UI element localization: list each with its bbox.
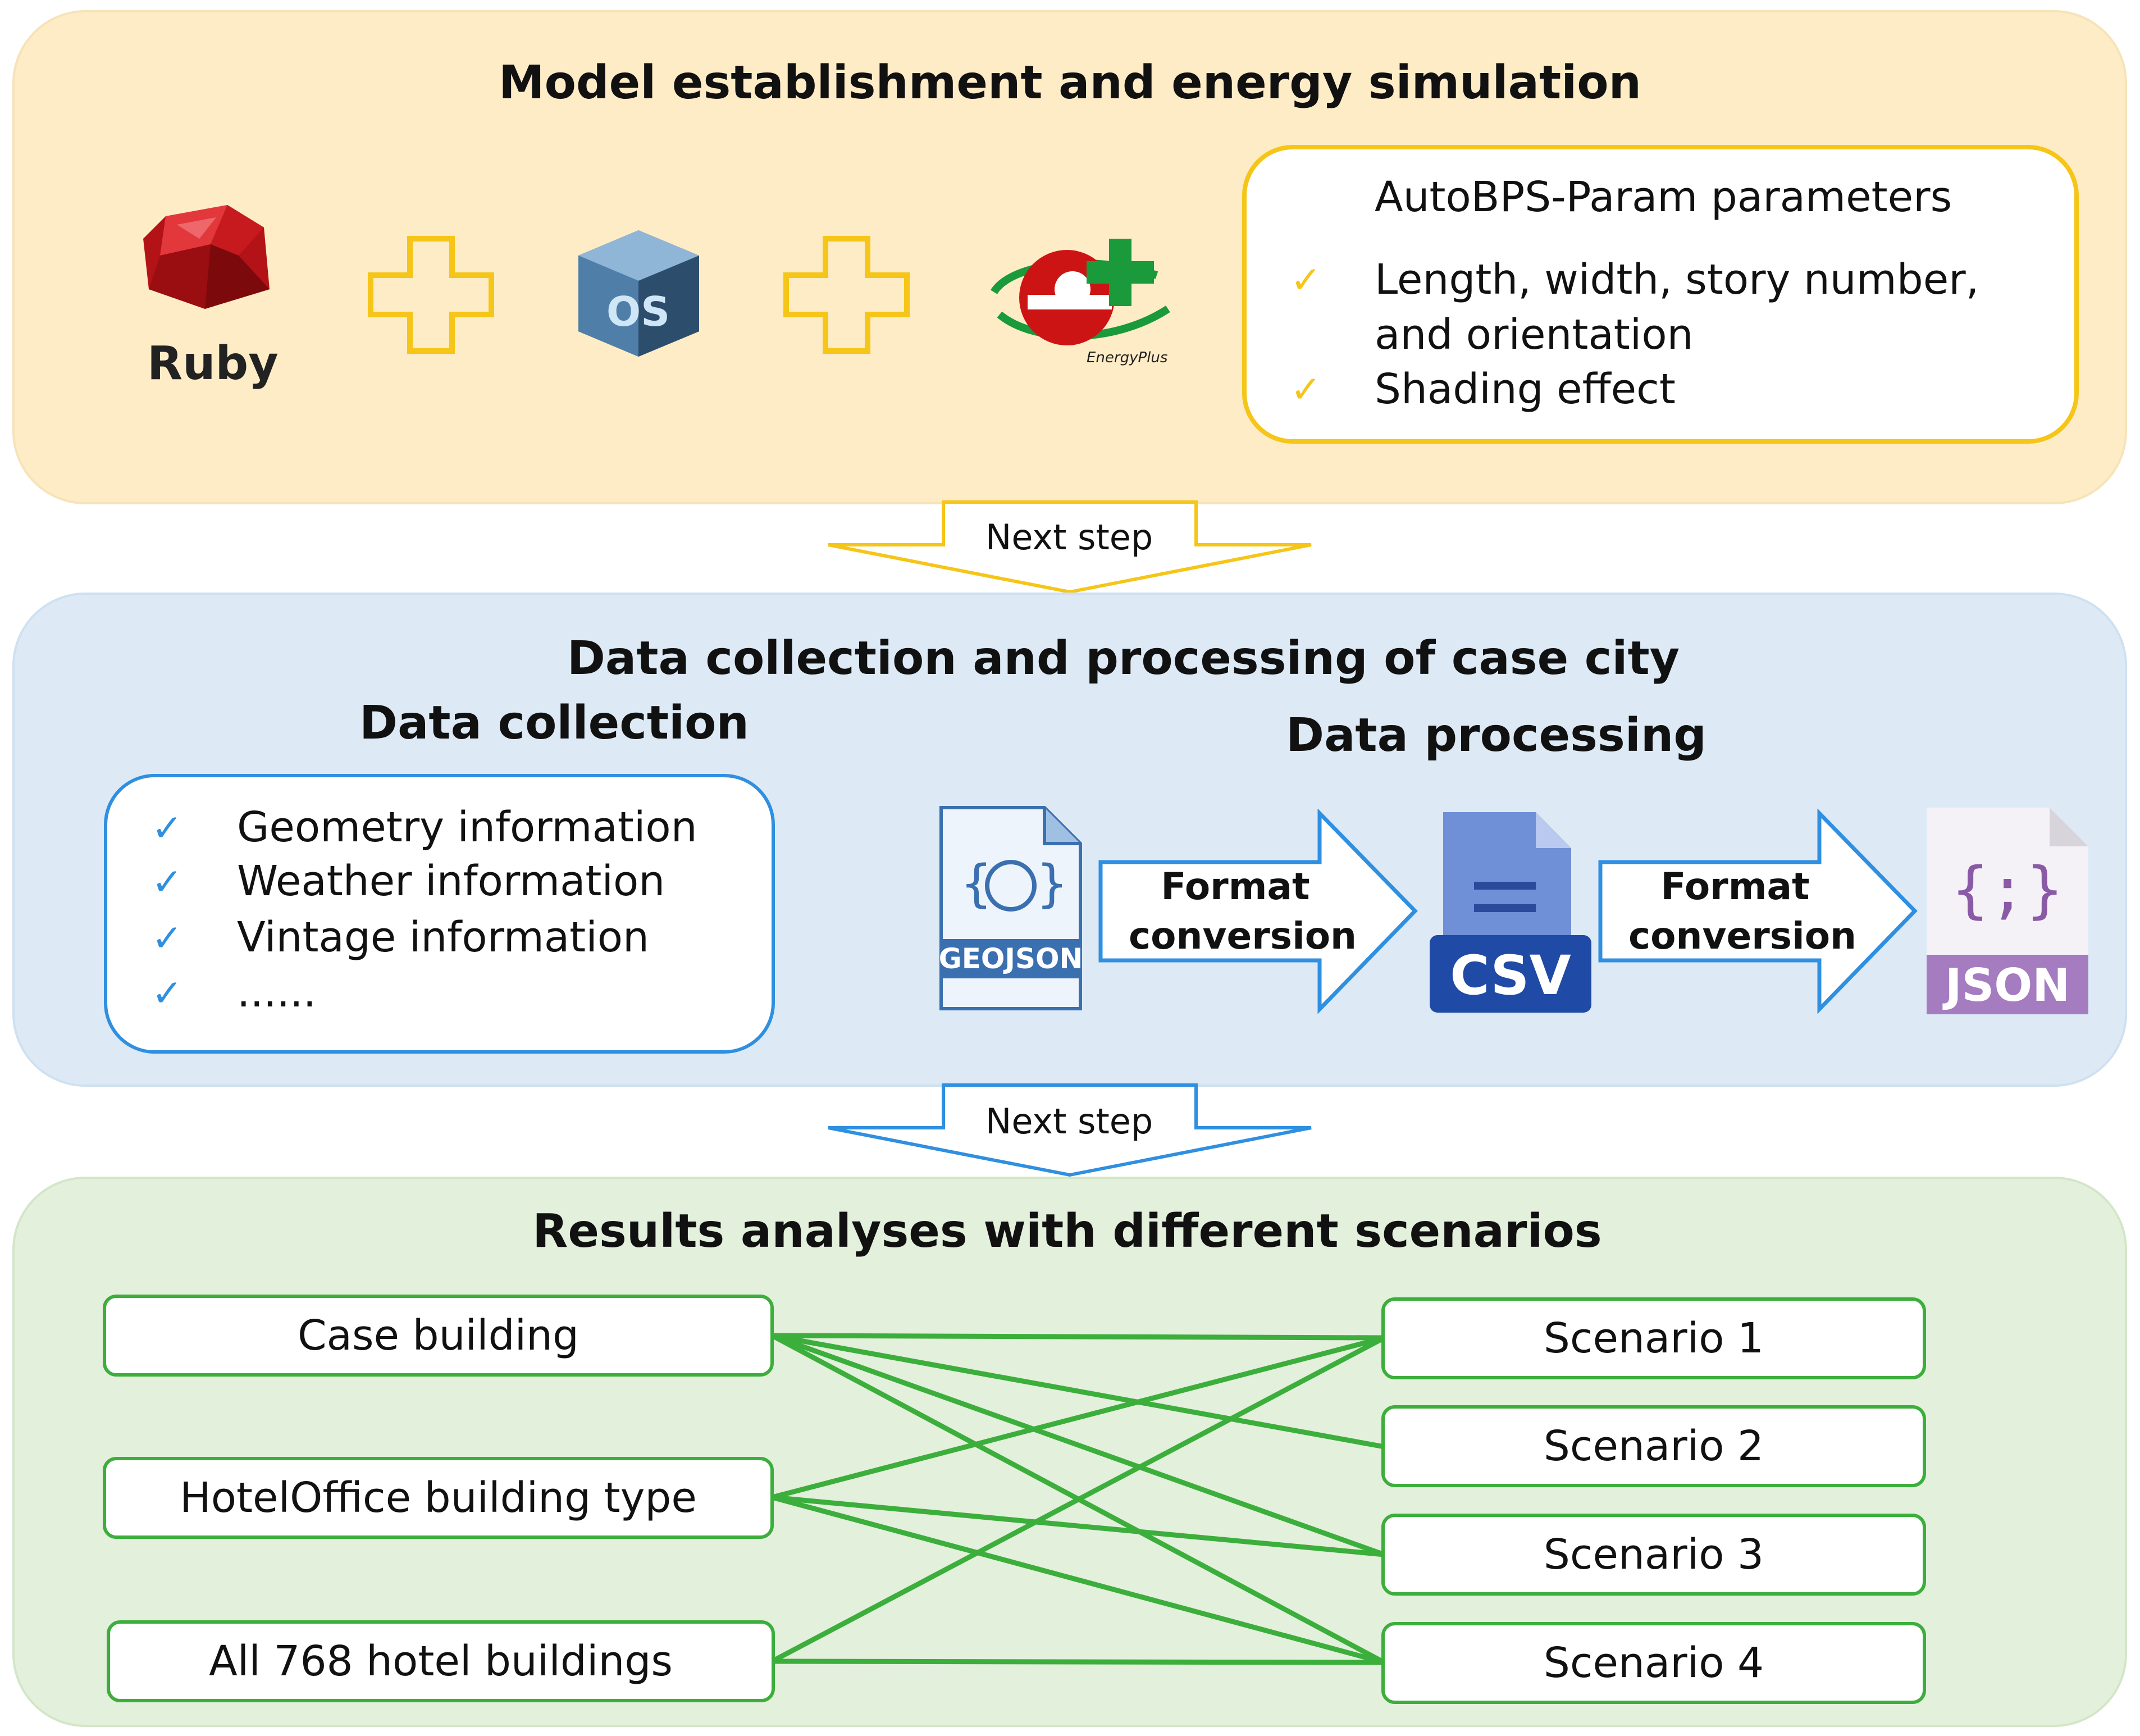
data-section-title: Data collection and processing of case c…: [567, 632, 1680, 685]
svg-text:{;}: {;}: [1952, 854, 2064, 926]
collection-item: Vintage information: [237, 913, 649, 962]
svg-text:}: }: [1036, 854, 1068, 913]
data-collection-box: [104, 774, 775, 1054]
scenario-4-box: Scenario 4: [1381, 1622, 1926, 1704]
check-icon: ✓: [1290, 258, 1322, 302]
csv-file-icon: CSV: [1430, 812, 1591, 1013]
autobps-params-box: [1242, 145, 2079, 444]
plus-icon: [368, 236, 494, 354]
next-step-label: Next step: [985, 517, 1153, 558]
svg-text:{: {: [960, 854, 992, 913]
collection-item: ......: [237, 968, 317, 1017]
format-conversion-arrow: [1098, 809, 1418, 1014]
check-icon: ✓: [152, 972, 183, 1015]
all-hotel-buildings-box: All 768 hotel buildings: [107, 1620, 775, 1702]
format-conversion-label: Format conversion: [1628, 865, 1857, 958]
check-icon: ✓: [1290, 368, 1322, 411]
data-processing-title: Data processing: [1286, 709, 1706, 762]
model-section-title: Model establishment and energy simulatio…: [498, 56, 1642, 110]
collection-item: Geometry information: [237, 803, 697, 851]
next-step-arrow: [828, 1083, 1312, 1177]
geojson-file-icon: { } GEOJSON: [939, 806, 1083, 1010]
json-file-icon: {;} JSON: [1927, 808, 2088, 1014]
os-letters: OS: [606, 288, 670, 335]
data-collection-title: Data collection: [359, 696, 749, 750]
param-item-2: Shading effect: [1375, 365, 1676, 413]
check-icon: ✓: [152, 860, 183, 904]
param-item-1-cont: and orientation: [1375, 311, 1694, 359]
format-conversion-label: Format conversion: [1129, 865, 1357, 958]
check-icon: ✓: [152, 807, 183, 850]
format-conversion-arrow: [1598, 809, 1918, 1014]
params-title: AutoBPS-Param parameters: [1375, 173, 1952, 221]
geojson-label: GEOJSON: [939, 942, 1083, 975]
energyplus-icon: EnergyPlus: [991, 239, 1170, 366]
next-step-arrow: [828, 500, 1312, 594]
json-label: JSON: [1942, 959, 2070, 1011]
collection-item: Weather information: [237, 857, 665, 905]
scenario-3-box: Scenario 3: [1381, 1514, 1926, 1596]
csv-label: CSV: [1450, 944, 1571, 1007]
ruby-label: Ruby: [147, 337, 279, 390]
next-step-label: Next step: [985, 1101, 1153, 1142]
energyplus-label: EnergyPlus: [1087, 349, 1167, 366]
hoteloffice-building-type-box: HotelOffice building type: [103, 1457, 774, 1539]
case-building-box: Case building: [103, 1295, 774, 1377]
scenario-1-box: Scenario 1: [1381, 1297, 1926, 1379]
results-section-title: Results analyses with different scenario…: [532, 1205, 1602, 1258]
openstudio-icon: OS: [578, 230, 699, 357]
scenario-2-box: Scenario 2: [1381, 1405, 1926, 1487]
ruby-icon: [143, 205, 270, 309]
param-item-1: Length, width, story number,: [1375, 256, 1979, 304]
check-icon: ✓: [152, 917, 183, 960]
plus-icon: [783, 236, 910, 354]
